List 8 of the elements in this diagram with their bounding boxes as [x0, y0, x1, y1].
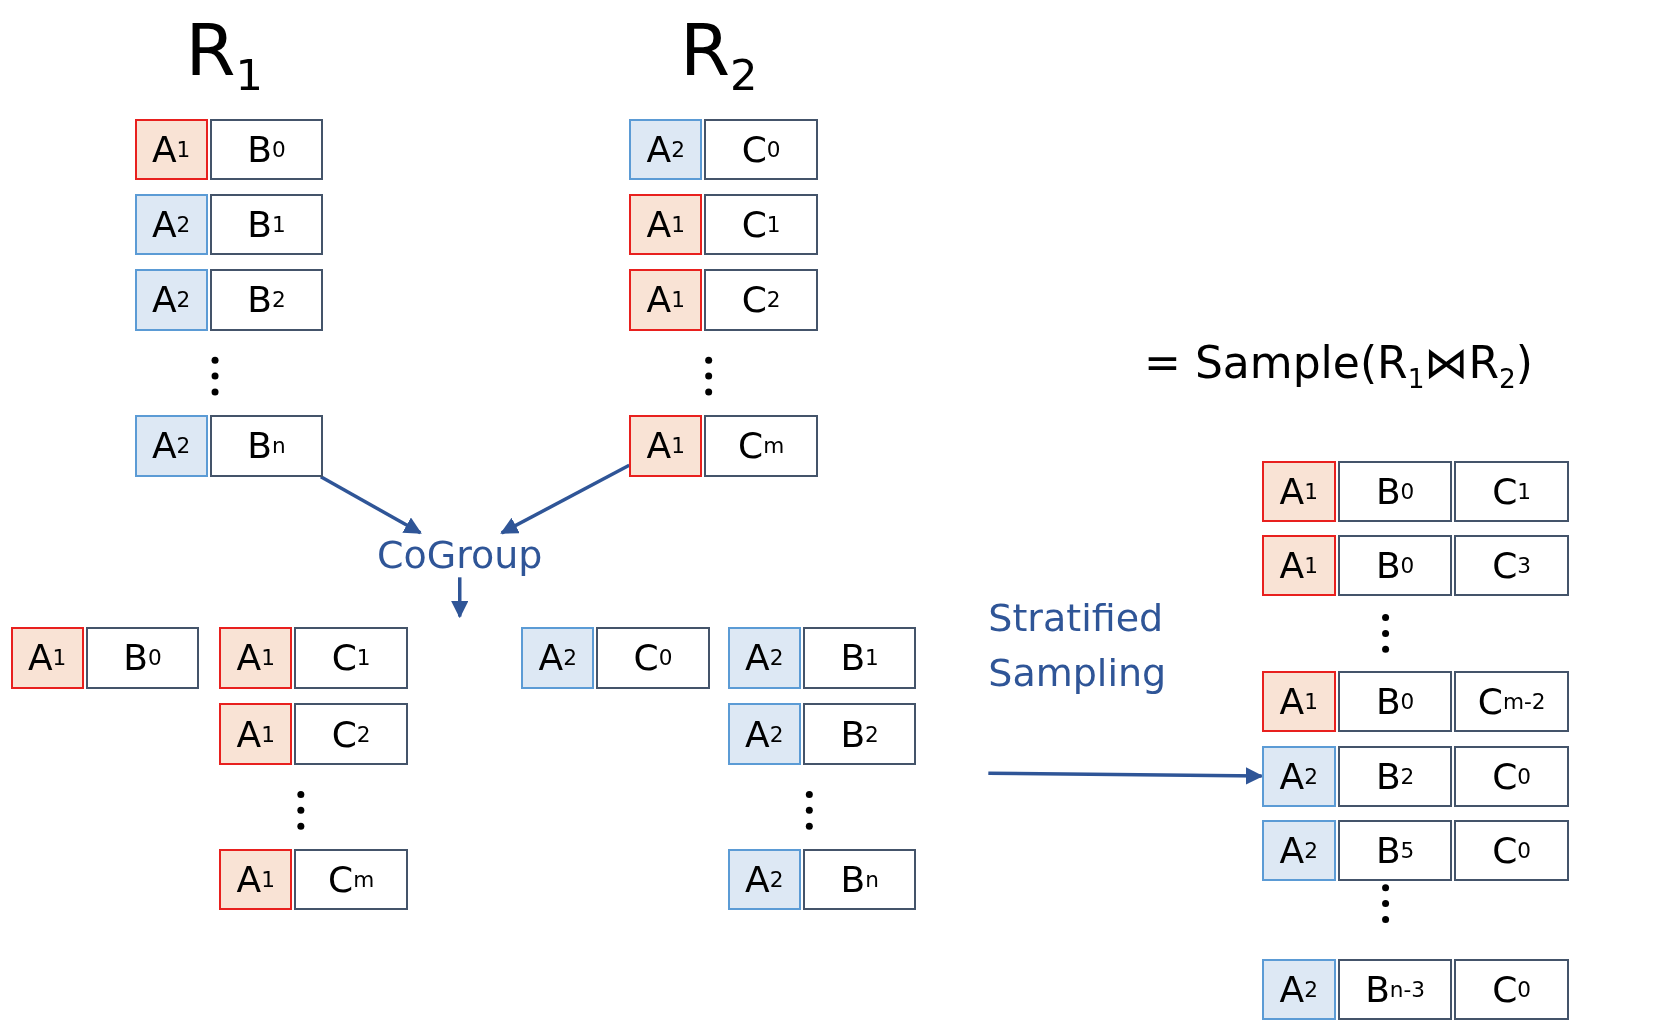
result-heading: = Sample(R$_{1}$⋈R$_{2}$): [1144, 336, 1533, 394]
relation-title: R$_{2}$: [680, 8, 758, 101]
edge-label: Stratified Sampling: [988, 595, 1168, 698]
arrow: [500, 463, 631, 535]
arrow: [320, 475, 422, 535]
operation-label: CoGroup: [370, 532, 549, 578]
arrow: [451, 577, 469, 619]
relation-title: R$_{1}$: [185, 8, 263, 101]
